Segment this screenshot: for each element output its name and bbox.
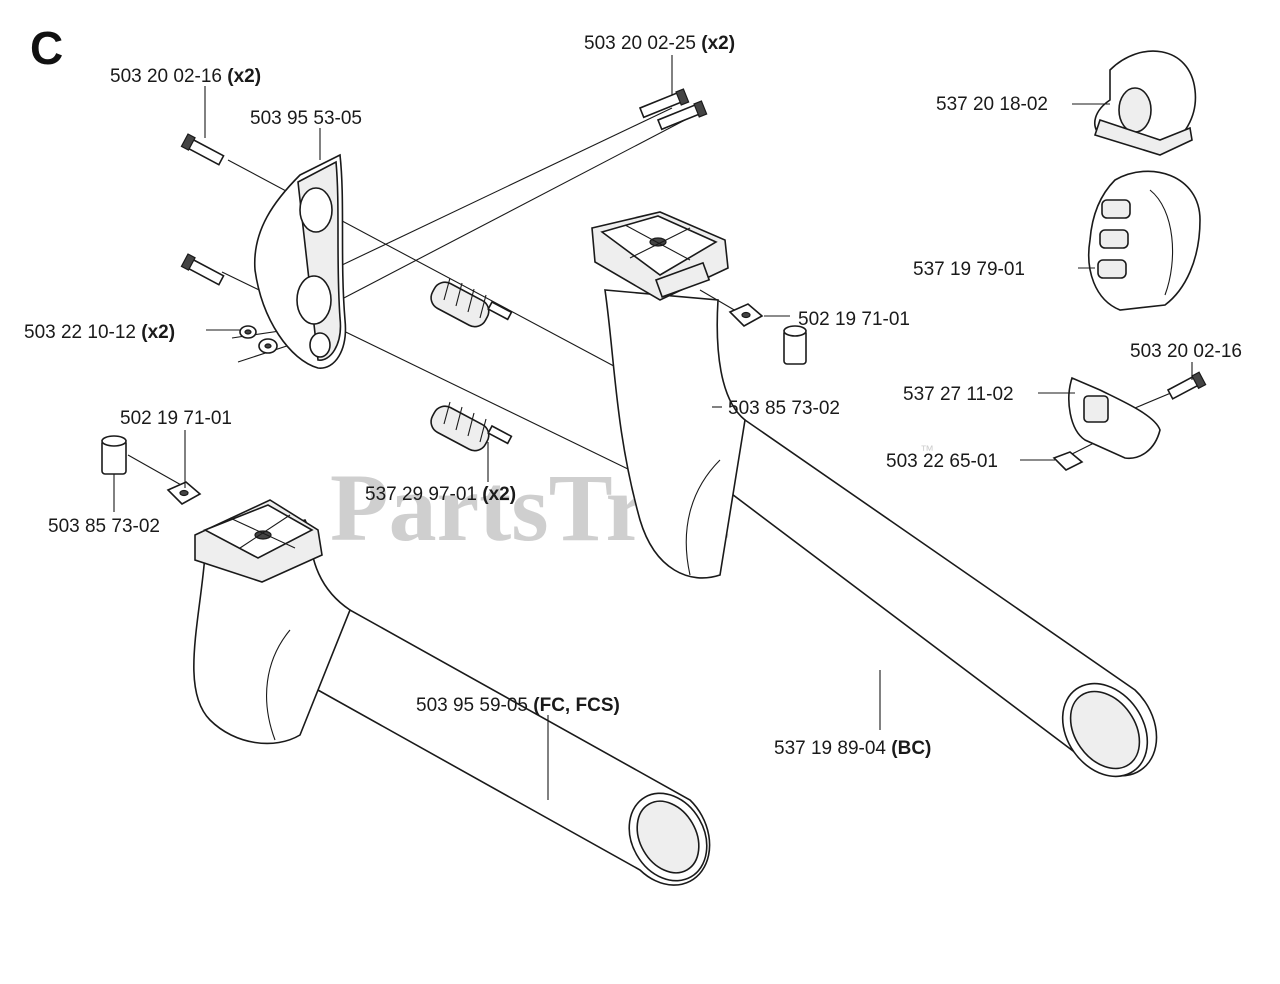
sleeve-right <box>783 325 807 365</box>
label-503-95-59-05-fc-fcs: 503 95 59-05 (FC, FCS) <box>416 695 620 716</box>
sleeve-left <box>101 435 127 475</box>
leader-lines <box>113 55 1193 800</box>
label-537-19-79-01: 537 19 79-01 <box>913 259 1025 280</box>
spring-upper <box>430 277 513 328</box>
clip-middle <box>1088 170 1201 311</box>
label-503-20-02-16-x2: 503 20 02-16 (x2) <box>110 66 261 87</box>
screw-top-long-a <box>638 88 690 119</box>
label-537-19-89-04-bc: 537 19 89-04 (BC) <box>774 738 931 759</box>
label-503-20-02-25-x2: 503 20 02-25 (x2) <box>584 33 735 54</box>
square-nut-clip <box>1052 451 1084 471</box>
label-537-20-18-02: 537 20 18-02 <box>936 94 1048 115</box>
watermark-trademark: ™ <box>920 442 934 458</box>
upper-handle-tube <box>591 211 1158 778</box>
section-letter: C <box>30 22 63 74</box>
screw-left-top <box>180 133 225 166</box>
square-nut-right <box>728 303 764 327</box>
square-nut-left <box>166 481 202 505</box>
label-537-29-97-01-x2: 537 29 97-01 (x2) <box>365 484 516 505</box>
screw-left-bottom <box>180 253 225 286</box>
label-503-22-10-12-x2: 503 22 10-12 (x2) <box>24 322 175 343</box>
label-503-85-73-02-right: 503 85 73-02 <box>728 398 840 419</box>
label-503-20-02-16: 503 20 02-16 <box>1130 341 1242 362</box>
label-503-85-73-02-left: 503 85 73-02 <box>48 516 160 537</box>
bracket-plate <box>254 153 347 369</box>
washers <box>239 325 278 354</box>
screw-top-long-b <box>656 100 708 131</box>
spring-lower <box>430 401 513 452</box>
label-502-19-71-01-right: 502 19 71-01 <box>798 309 910 330</box>
lower-handle-tube <box>193 499 711 886</box>
label-502-19-71-01-left: 502 19 71-01 <box>120 408 232 429</box>
screw-right <box>1166 371 1207 400</box>
clip-bottom <box>1068 376 1161 459</box>
label-503-95-53-05: 503 95 53-05 <box>250 108 362 129</box>
clip-top <box>1093 50 1197 156</box>
label-537-27-11-02: 537 27 11-02 <box>903 384 1014 405</box>
label-503-22-65-01: 503 22 65-01 <box>886 451 998 472</box>
